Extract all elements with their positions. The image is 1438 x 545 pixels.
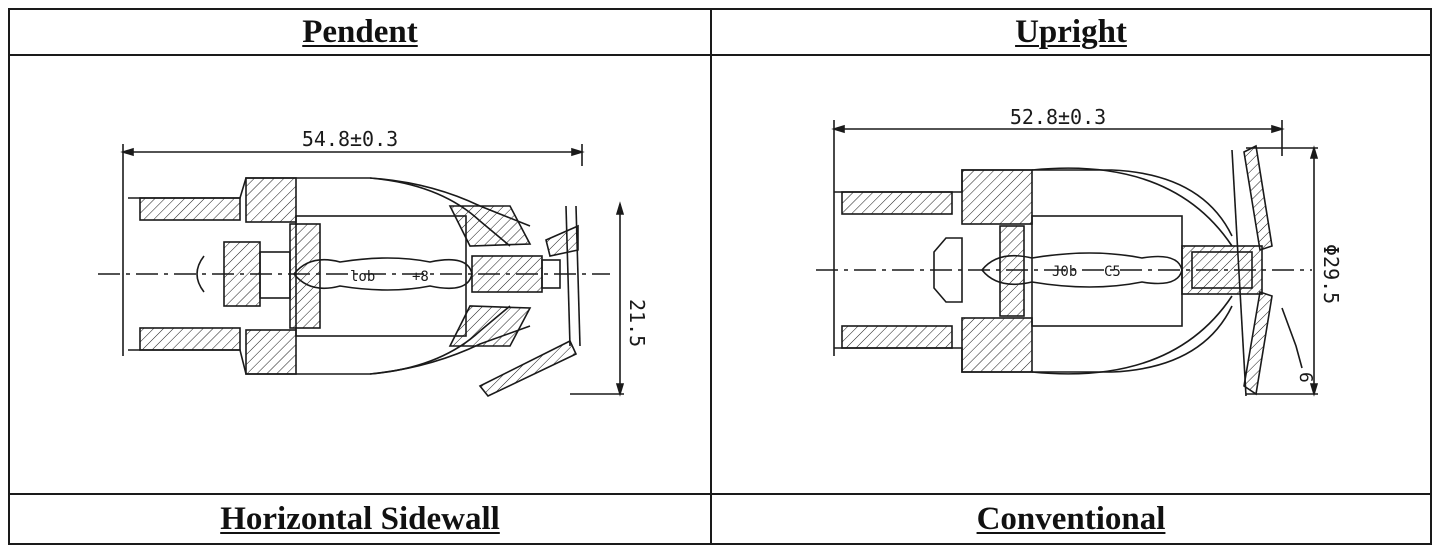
table-border-left [8,8,10,545]
header-conventional: Conventional [976,500,1166,537]
table-divider-footer [8,493,1432,495]
pendent-bulb-text-b: +8 [412,269,429,285]
table-border-top [8,8,1432,10]
pendent-dim-height: 21.5 [625,299,649,347]
table-divider-vertical [710,8,712,545]
upright-bulb-text-a: J0b [1052,264,1077,280]
table-border-bottom [8,543,1432,545]
pendent-drawing: 54.8±0.3 21.5 lob +8 [98,127,649,397]
pendent-bulb-text-a: lob [350,269,375,285]
header-upright: Upright [1015,13,1127,50]
header-pendent: Pendent [302,13,418,50]
upright-dim-diameter: Φ29.5 [1319,244,1343,304]
pendent-dim-length: 54.8±0.3 [302,127,398,151]
upright-bulb-text-b: C5 [1104,264,1121,280]
table-divider-header [8,54,1432,56]
upright-dim-small: 6 [1295,372,1316,383]
upright-drawing: 52.8±0.3 Φ29.5 6 J0b C5 [816,105,1343,397]
upright-dim-length: 52.8±0.3 [1010,105,1106,129]
table-border-right [1430,8,1432,545]
header-horizontal-sidewall: Horizontal Sidewall [220,500,500,537]
